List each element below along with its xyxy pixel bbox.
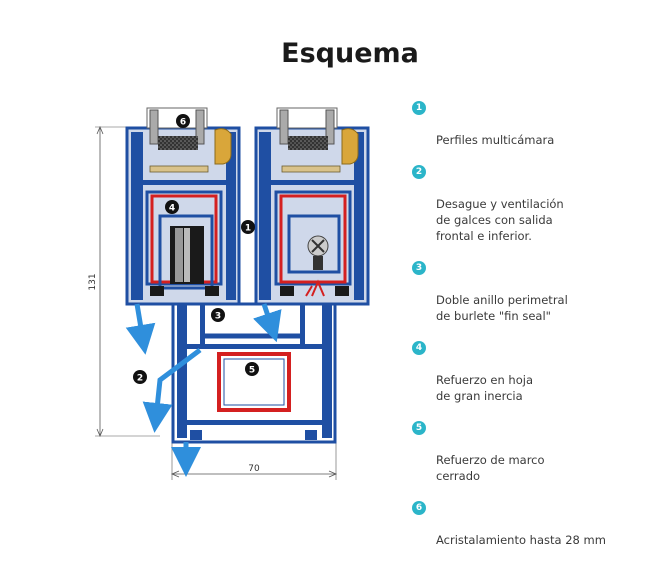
svg-text:1: 1 [245, 224, 251, 234]
legend-text-5: Refuerzo de marco cerrado [436, 453, 545, 483]
page-title: Esquema [281, 38, 419, 69]
width-dimension: 70 [170, 440, 338, 480]
drainage-arrows [125, 303, 282, 477]
legend-text-1: Perfiles multicámara [436, 133, 555, 147]
legend-number-3: 3 [412, 261, 426, 275]
right-sash [254, 107, 370, 306]
width-dimension-label: 70 [248, 464, 260, 474]
legend-item: 4 Refuerzo en hoja de gran inercia [412, 340, 652, 404]
callout-6: 6 [176, 114, 190, 128]
legend-item: 2 Desague y ventilación de galces con sa… [412, 164, 652, 244]
callout-2: 2 [133, 370, 147, 384]
callout-3: 3 [211, 308, 225, 322]
svg-text:2: 2 [137, 374, 143, 384]
legend-number-4: 4 [412, 341, 426, 355]
svg-text:5: 5 [249, 366, 255, 376]
legend-text-6: Acristalamiento hasta 28 mm [436, 533, 606, 547]
legend-number-2: 2 [412, 165, 426, 179]
legend-number-5: 5 [412, 421, 426, 435]
height-dimension-label: 131 [88, 273, 98, 290]
legend-number-6: 6 [412, 501, 426, 515]
legend-text-2: Desague y ventilación de galces con sali… [436, 197, 564, 243]
callout-5: 5 [245, 362, 259, 376]
legend-text-4: Refuerzo en hoja de gran inercia [436, 373, 534, 403]
svg-text:6: 6 [180, 118, 186, 128]
legend-item: 3 Doble anillo perimetral de burlete "fi… [412, 260, 652, 324]
svg-text:3: 3 [215, 312, 221, 322]
legend-number-1: 1 [412, 101, 426, 115]
legend-item: 1 Perfiles multicámara [412, 100, 652, 148]
left-sash [125, 107, 241, 306]
callout-1: 1 [241, 220, 255, 234]
legend-item: 5 Refuerzo de marco cerrado [412, 420, 652, 484]
legend: 1 Perfiles multicámara 2 Desague y venti… [412, 100, 652, 548]
legend-item: 6 Acristalamiento hasta 28 mm [412, 500, 652, 548]
svg-text:4: 4 [169, 204, 175, 214]
legend-text-3: Doble anillo perimetral de burlete "fin … [436, 293, 568, 323]
callout-4: 4 [165, 200, 179, 214]
